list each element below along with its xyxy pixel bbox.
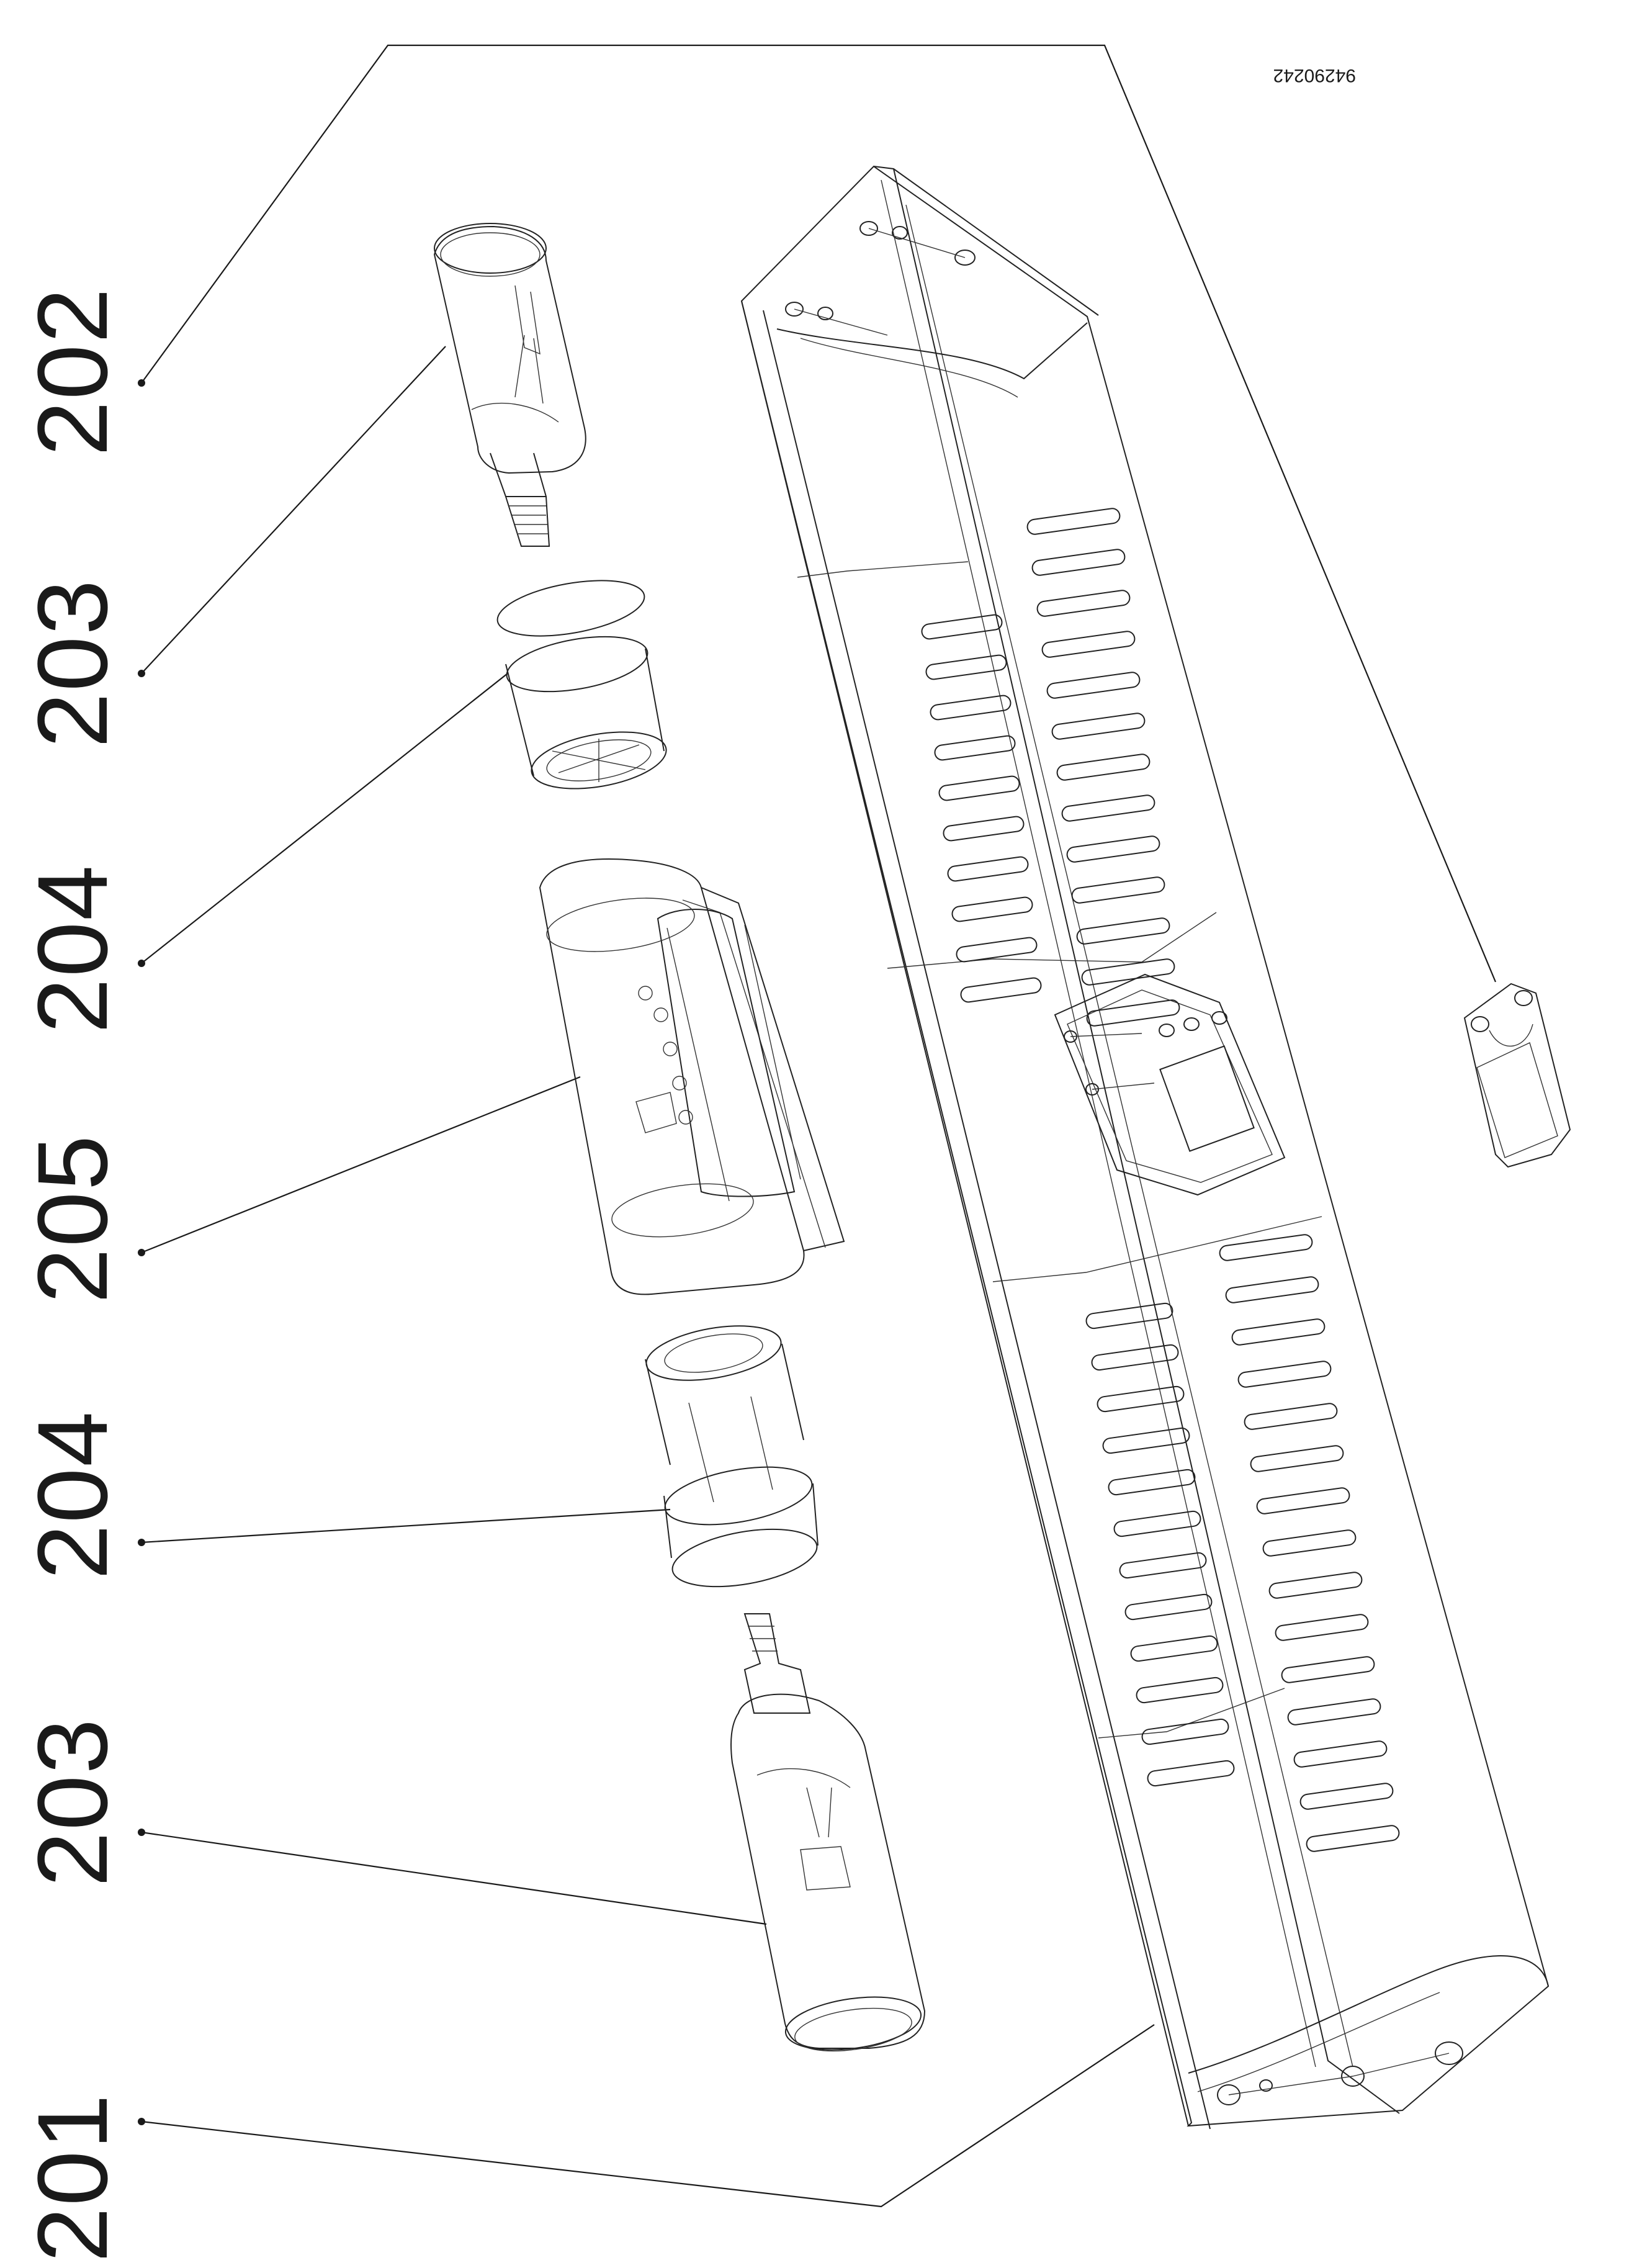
callout-labels: 202 203 204 205 204 203 201: [17, 287, 128, 2262]
leader-lines: [138, 44, 1497, 2208]
vent-slot: [1056, 754, 1151, 781]
bulb-203-upper: [433, 223, 586, 547]
leader-204-top: [141, 673, 508, 964]
vent-slot: [1036, 590, 1131, 617]
vent-slot: [1081, 958, 1175, 986]
callout-203-bottom: 203: [17, 1717, 128, 1887]
vent-slot: [1130, 1635, 1218, 1662]
vent-slot: [1244, 1403, 1338, 1430]
vent-slot: [1256, 1487, 1350, 1514]
vent-slot: [951, 896, 1033, 922]
vent-slot: [1281, 1656, 1375, 1683]
callout-201: 201: [17, 2093, 128, 2262]
vent-slot: [1046, 672, 1141, 699]
vent-slot: [925, 654, 1007, 680]
vent-slot: [1147, 1760, 1235, 1787]
callout-205: 205: [17, 1134, 128, 1303]
vent-slot: [956, 937, 1038, 963]
vent-slot: [1086, 999, 1180, 1027]
vent-slot: [1293, 1740, 1388, 1768]
leader-201: [141, 2024, 1155, 2208]
vent-slot: [930, 695, 1012, 721]
socket-204-upper: [496, 580, 667, 790]
vent-slot: [1141, 1718, 1229, 1745]
document-code: 94290242: [1273, 65, 1356, 86]
vent-slot: [1231, 1318, 1326, 1346]
vent-slot: [1091, 1344, 1179, 1371]
vent-slot: [921, 614, 1003, 640]
vent-slot: [938, 775, 1020, 801]
callout-203-top: 203: [17, 578, 128, 748]
vent-slot: [1136, 1676, 1224, 1704]
vent-slot: [1026, 508, 1121, 535]
leader-204-bottom: [141, 1508, 671, 1544]
callout-204-bottom: 204: [17, 1410, 128, 1580]
bulb-203-lower: [730, 1613, 926, 2052]
callout-204-top: 204: [17, 864, 128, 1033]
vent-slot: [1102, 1427, 1190, 1454]
vent-slot: [960, 977, 1042, 1003]
vent-slot: [1250, 1445, 1344, 1472]
vent-slot: [1219, 1234, 1313, 1261]
vent-slot: [1275, 1614, 1369, 1641]
vent-slot: [934, 735, 1016, 761]
vent-slot: [1299, 1783, 1394, 1810]
vent-slot: [1262, 1529, 1357, 1557]
vent-slots-lower: [1085, 1234, 1400, 1852]
vent-slot: [1225, 1276, 1319, 1303]
vent-slot: [1061, 794, 1155, 822]
vent-slots-upper: [921, 508, 1180, 1027]
vent-slot: [1066, 835, 1160, 863]
vent-slot: [1076, 917, 1170, 945]
vent-slot: [1108, 1469, 1196, 1496]
vent-slot: [1119, 1552, 1207, 1579]
vent-slot: [1287, 1698, 1381, 1726]
callout-202: 202: [17, 287, 128, 456]
vent-slot: [1113, 1510, 1201, 1537]
socket-204-lower: [645, 1325, 819, 1588]
leader-205: [141, 1076, 581, 1254]
leader-203-bottom: [141, 1831, 767, 1925]
vent-slot: [947, 856, 1029, 882]
leader-202: [141, 44, 1497, 983]
vent-slot: [1268, 1572, 1363, 1599]
cover-202: [1463, 983, 1571, 1168]
vent-slot: [1051, 713, 1146, 740]
vent-slot: [1237, 1361, 1332, 1388]
vent-slot: [1071, 876, 1165, 904]
vent-slot: [1085, 1302, 1173, 1330]
vent-slot: [1124, 1593, 1213, 1621]
vent-slot: [943, 816, 1025, 842]
housing-201: [740, 165, 1550, 2130]
leader-203-top: [141, 346, 446, 674]
vent-slot: [1097, 1385, 1185, 1413]
vent-slot: [1306, 1825, 1400, 1852]
diffuser-205: [539, 858, 845, 1295]
vent-slot: [1031, 549, 1126, 576]
vent-slot: [1041, 631, 1136, 658]
